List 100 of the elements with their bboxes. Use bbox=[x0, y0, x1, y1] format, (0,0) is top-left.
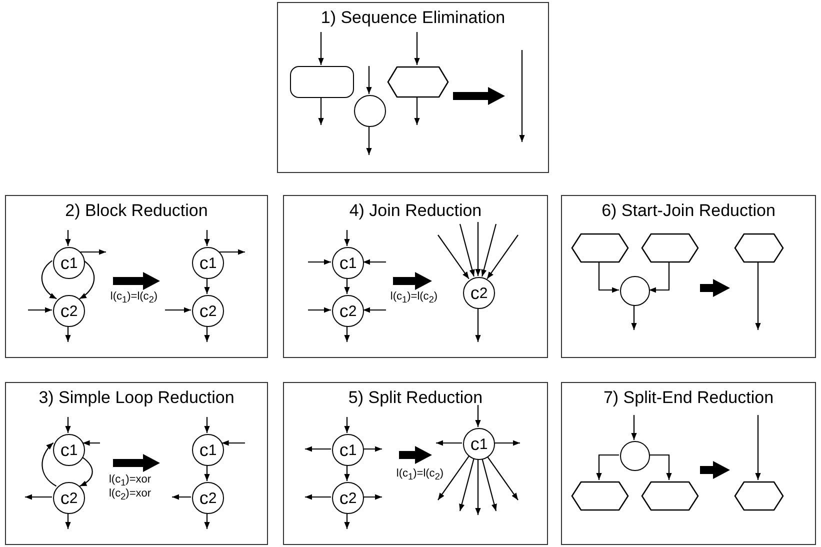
arrow bbox=[755, 262, 761, 330]
arrow bbox=[65, 417, 71, 433]
arrow bbox=[475, 222, 481, 276]
arrow bbox=[344, 513, 350, 529]
arrow bbox=[308, 259, 331, 265]
panel-title: 6) Start-Join Reduction bbox=[602, 201, 776, 221]
arrow bbox=[459, 458, 474, 512]
arrow bbox=[363, 494, 382, 500]
arrow bbox=[649, 262, 670, 293]
arrow bbox=[308, 307, 331, 313]
arrow bbox=[305, 446, 331, 452]
arrow bbox=[28, 307, 52, 313]
event-hexagon bbox=[571, 233, 629, 263]
arrow bbox=[165, 307, 191, 313]
arrow bbox=[436, 440, 462, 446]
panel-title: 5) Split Reduction bbox=[348, 388, 483, 408]
arrow bbox=[305, 494, 331, 500]
condition-label: l(c$_{1}$)=l(c$_{2}$) bbox=[390, 291, 438, 305]
arrow bbox=[486, 456, 518, 500]
arrow bbox=[79, 260, 95, 300]
arrow bbox=[598, 262, 619, 293]
panel-title: 4) Join Reduction bbox=[349, 201, 482, 221]
panel-title: 1) Sequence Elimination bbox=[320, 8, 506, 28]
arrow bbox=[438, 456, 470, 500]
rule-panel bbox=[283, 382, 548, 545]
arrow bbox=[204, 230, 210, 246]
arrow bbox=[366, 126, 372, 155]
condition-label: l(c$_{2}$)=xor bbox=[108, 488, 152, 502]
rule-panel bbox=[5, 195, 268, 358]
arrow bbox=[204, 278, 210, 294]
arrow bbox=[80, 249, 106, 255]
arrow bbox=[79, 456, 93, 487]
arrow bbox=[222, 440, 245, 446]
panel-title: 7) Split-End Reduction bbox=[603, 388, 774, 408]
arrow bbox=[42, 442, 57, 487]
rule-panel bbox=[283, 195, 548, 358]
event-hexagon bbox=[734, 233, 784, 263]
arrow bbox=[475, 308, 481, 342]
arrow bbox=[204, 417, 210, 433]
arrow bbox=[631, 415, 637, 440]
arrow bbox=[344, 465, 350, 481]
arrow bbox=[204, 513, 210, 529]
arrow bbox=[755, 415, 761, 480]
arrow bbox=[172, 494, 191, 500]
arrow bbox=[475, 405, 481, 427]
rule-panel bbox=[561, 382, 816, 545]
block-arrow bbox=[393, 272, 432, 290]
arrow bbox=[82, 440, 100, 446]
function-box bbox=[290, 66, 354, 98]
connector-circle bbox=[620, 441, 650, 471]
arrow bbox=[220, 249, 245, 255]
arrow bbox=[414, 97, 420, 125]
arrow bbox=[414, 32, 420, 65]
arrow bbox=[596, 454, 619, 480]
arrow bbox=[649, 454, 672, 480]
arrow bbox=[631, 305, 637, 330]
block-arrow bbox=[700, 279, 730, 297]
panel-title: 3) Simple Loop Reduction bbox=[38, 388, 234, 408]
arrow bbox=[318, 32, 324, 65]
arrow bbox=[486, 234, 518, 280]
arrow bbox=[438, 234, 470, 280]
arrow bbox=[481, 224, 497, 277]
rule-panel bbox=[5, 382, 268, 545]
arrow bbox=[366, 66, 372, 94]
arrow bbox=[494, 440, 520, 446]
event-hexagon bbox=[641, 481, 699, 511]
arrow bbox=[363, 446, 382, 452]
rule-panel bbox=[277, 2, 549, 173]
arrow bbox=[41, 260, 57, 300]
arrow bbox=[363, 307, 386, 313]
arrow bbox=[204, 326, 210, 342]
arrow bbox=[363, 259, 386, 265]
arrow bbox=[344, 417, 350, 433]
arrow bbox=[318, 97, 324, 125]
block-arrow bbox=[700, 461, 730, 479]
event-hexagon bbox=[641, 233, 699, 263]
arrow bbox=[65, 326, 71, 342]
condition-label: l(c$_{1}$)=l(c$_{2}$) bbox=[396, 468, 444, 482]
connector-circle bbox=[354, 95, 386, 127]
arrow bbox=[344, 326, 350, 342]
block-arrow bbox=[113, 272, 160, 290]
arrow bbox=[65, 513, 71, 529]
connector-circle bbox=[620, 276, 650, 306]
block-arrow bbox=[399, 446, 432, 464]
block-arrow bbox=[113, 454, 160, 472]
arrow bbox=[475, 459, 481, 515]
rule-panel bbox=[561, 195, 816, 358]
event-hexagon bbox=[734, 481, 784, 511]
arrow bbox=[459, 224, 475, 277]
arrow bbox=[204, 465, 210, 481]
block-arrow bbox=[453, 87, 505, 105]
condition-label: l(c$_{1}$)=l(c$_{2}$) bbox=[110, 291, 158, 305]
panel-title: 2) Block Reduction bbox=[65, 201, 208, 221]
arrow bbox=[482, 458, 497, 512]
arrow bbox=[65, 230, 71, 246]
arrow bbox=[344, 230, 350, 246]
condition-label: l(c$_{1}$)=xor bbox=[108, 474, 152, 488]
event-hexagon bbox=[387, 66, 449, 98]
arrow bbox=[25, 494, 52, 500]
event-hexagon bbox=[571, 481, 629, 511]
